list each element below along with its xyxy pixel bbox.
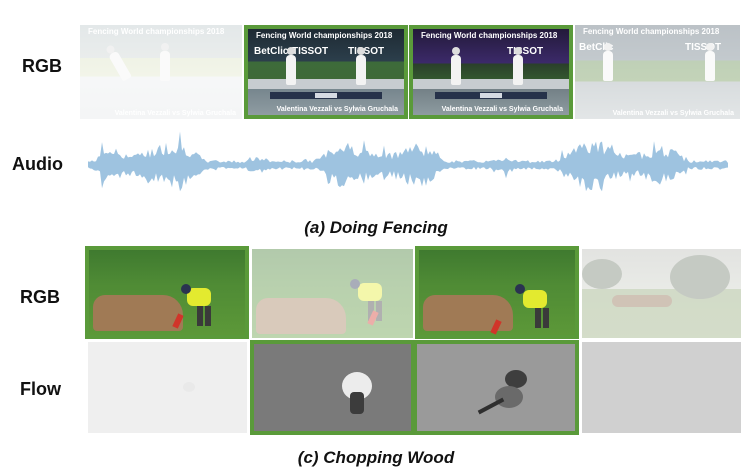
frame-subtitle: Valentina Vezzali vs Sylwia Gruchala — [114, 110, 236, 117]
chopping-rgb-frame-4 — [582, 249, 741, 338]
frame-subtitle: Valentina Vezzali vs Sylwia Gruchala — [612, 110, 734, 117]
logo-betclic: BetClic — [579, 42, 614, 53]
frame-title: Fencing World championships 2018 — [583, 27, 720, 36]
rgb-row-label-c: RGB — [20, 287, 60, 307]
logo-tissot: TISSOT — [292, 46, 329, 57]
fencing-frame-2: BetClic TISSOT TISSOT Fencing World cham… — [244, 25, 408, 119]
flow-frame-2 — [250, 340, 415, 435]
fencing-frame-3: TISSOT Fencing World championships 2018 … — [409, 25, 573, 119]
audio-row-label: Audio — [12, 154, 63, 174]
audio-waveform — [88, 131, 728, 192]
flow-frame-4 — [582, 342, 741, 433]
scoreboard — [435, 92, 547, 99]
frame-subtitle: Valentina Vezzali vs Sylwia Gruchala — [276, 106, 398, 113]
logo-betclic: BetClic — [254, 46, 289, 57]
chopping-rgb-frame-3 — [415, 246, 579, 339]
caption-c: (c) Chopping Wood — [297, 448, 455, 467]
caption-a: (a) Doing Fencing — [304, 218, 448, 237]
frame-subtitle: Valentina Vezzali vs Sylwia Gruchala — [441, 106, 563, 113]
fencing-frame-1: Fencing World championships 2018 Valenti… — [80, 25, 242, 119]
flow-frame-3 — [413, 340, 579, 435]
flow-row-label: Flow — [20, 379, 61, 399]
logo-tissot: TISSOT — [507, 46, 544, 57]
waveform-shape — [88, 131, 728, 192]
frame-title: Fencing World championships 2018 — [421, 31, 558, 40]
frame-title: Fencing World championships 2018 — [256, 31, 393, 40]
logo-tissot: TISSOT — [348, 46, 385, 57]
frame-title: Fencing World championships 2018 — [88, 27, 225, 36]
flow-frame-1 — [88, 342, 247, 433]
chopping-rgb-frame-1 — [85, 246, 249, 339]
chopping-rgb-frame-2 — [252, 249, 413, 338]
fencing-frame-4: BetClic TISSOT Fencing World championshi… — [575, 25, 740, 119]
rgb-row-label-a: RGB — [22, 56, 62, 76]
scoreboard — [270, 92, 382, 99]
logo-tissot: TISSOT — [685, 42, 722, 53]
